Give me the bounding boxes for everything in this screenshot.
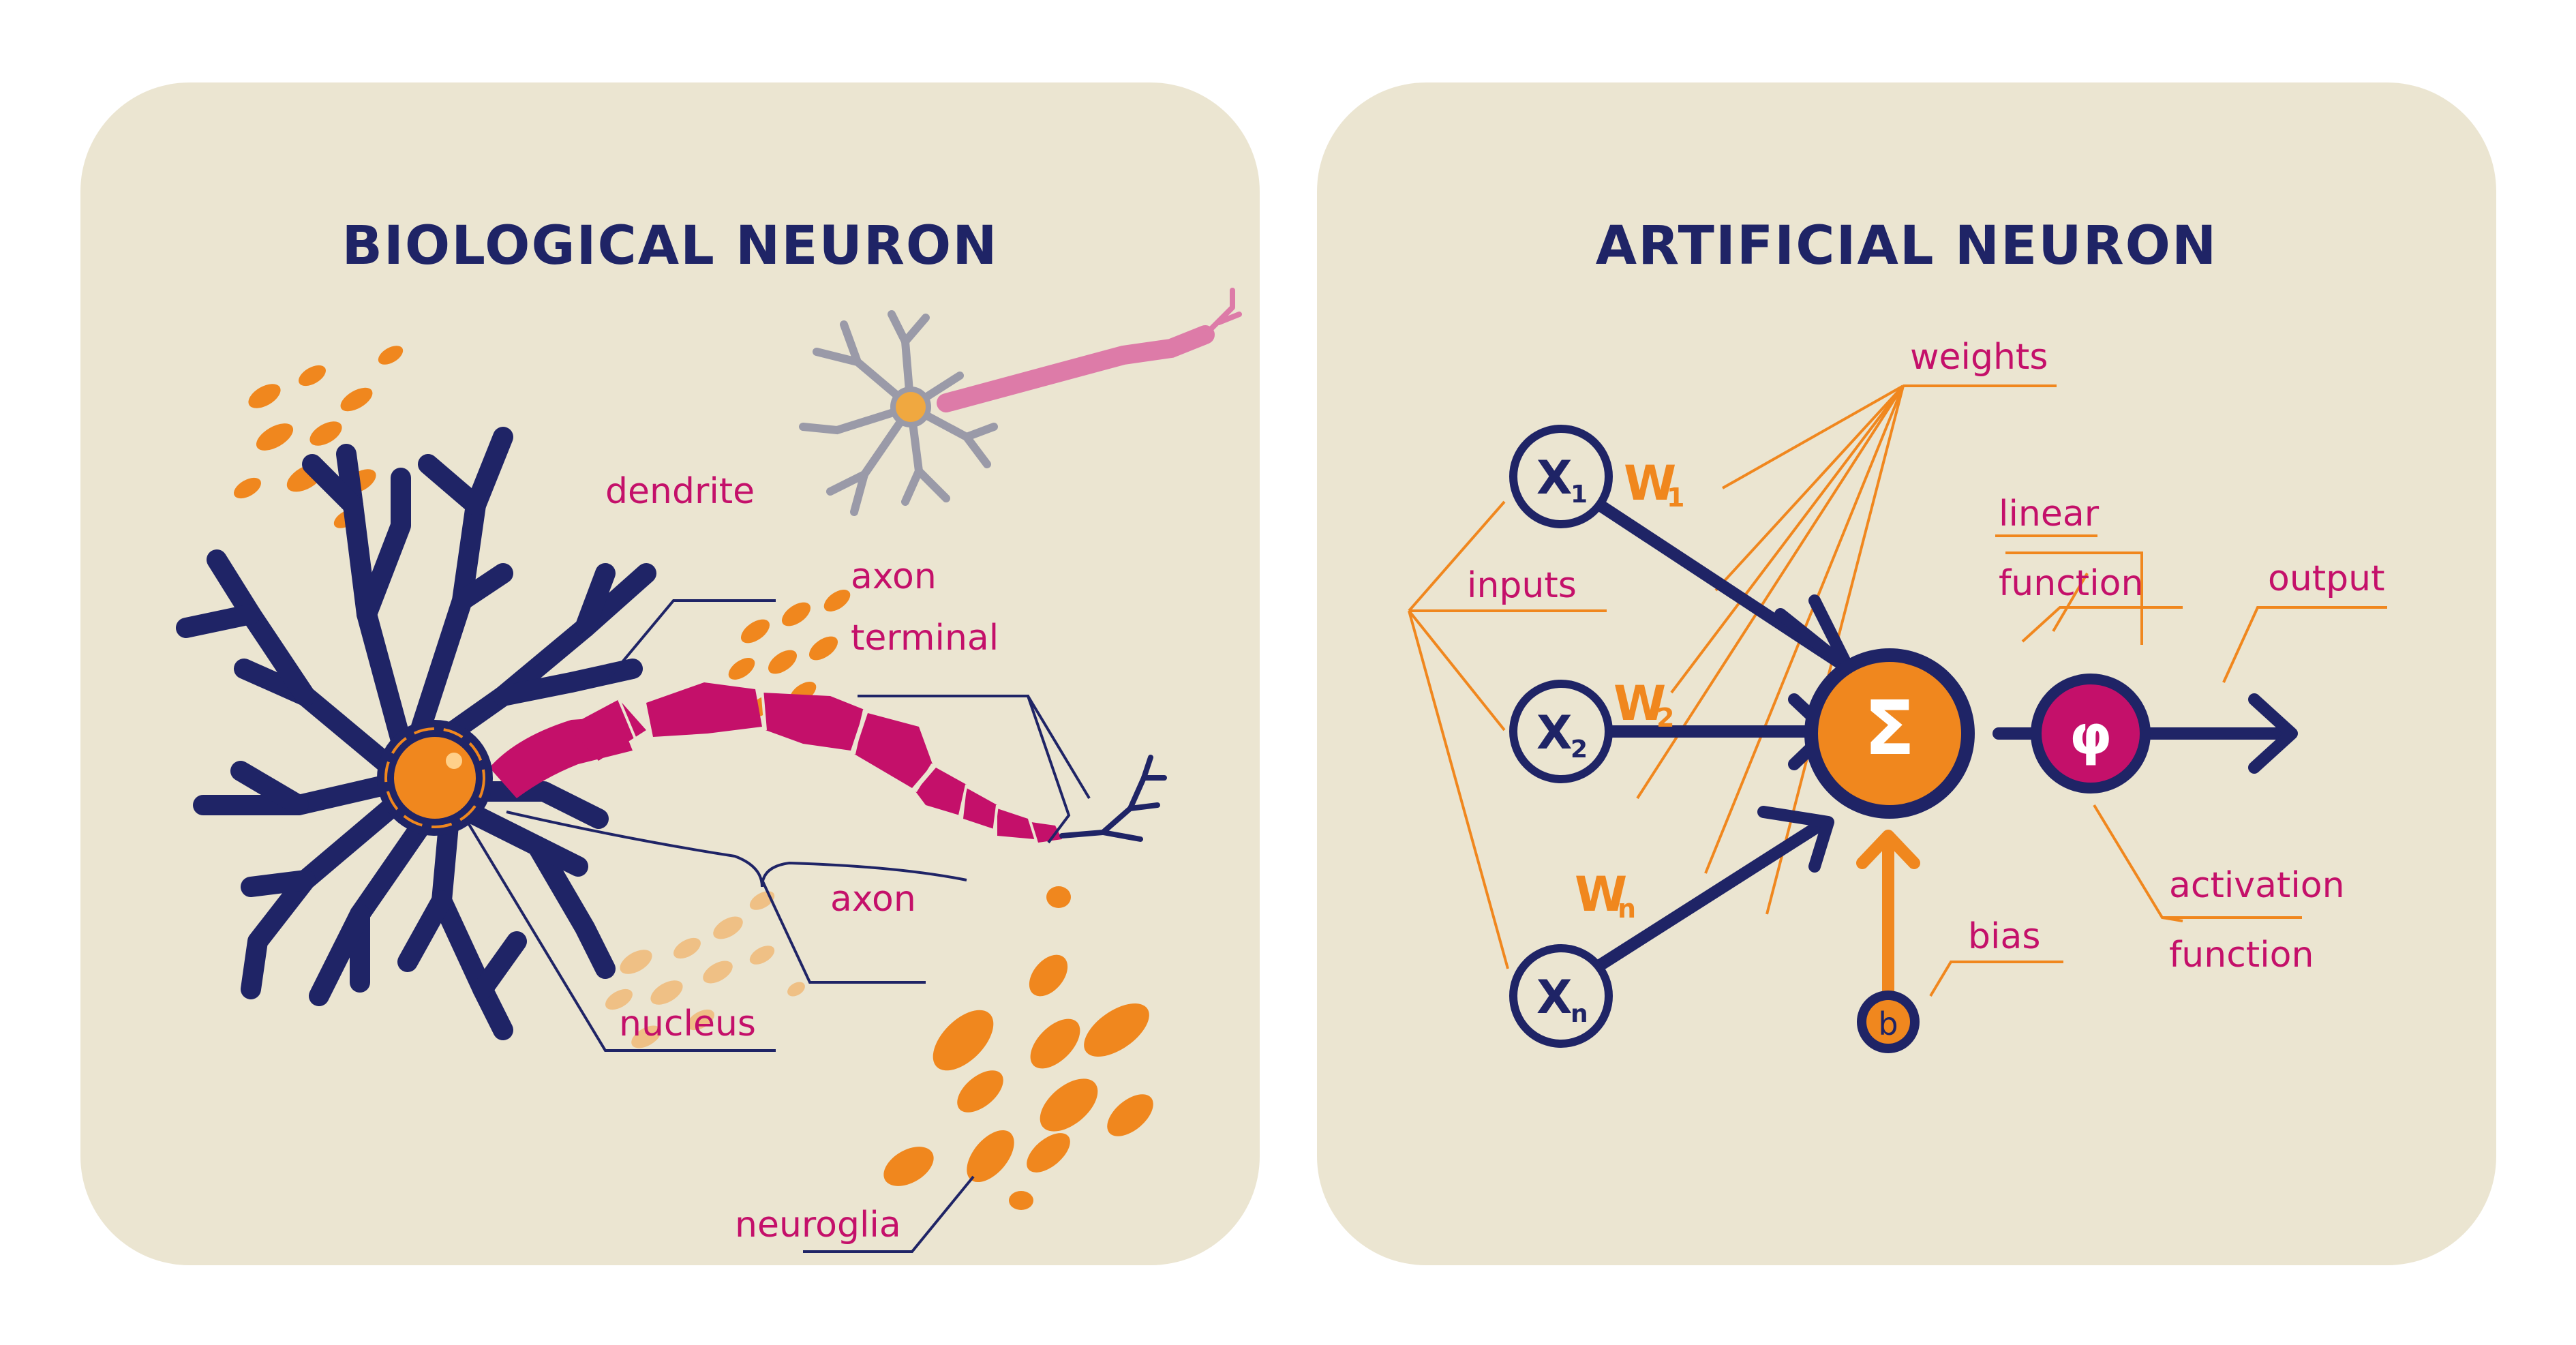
- sigma-symbol: Σ: [1864, 684, 1915, 772]
- activation-node: φ: [2031, 674, 2151, 794]
- svg-text:X: X: [1536, 971, 1572, 1025]
- svg-text:X: X: [1536, 706, 1572, 760]
- weight-w1-sub: 1: [1667, 483, 1684, 513]
- label-linear-function-line1: linear: [1999, 494, 2100, 534]
- input-node-x1: X 1: [1509, 425, 1613, 528]
- svg-text:n: n: [1571, 1000, 1588, 1028]
- svg-text:X: X: [1536, 451, 1572, 505]
- label-linear-function-line2: function: [1999, 563, 2143, 604]
- bias-arrow: [1856, 830, 1920, 1019]
- svg-text:2: 2: [1571, 736, 1588, 764]
- bias-symbol: b: [1878, 1006, 1898, 1042]
- label-weights: weights: [1910, 337, 2048, 378]
- axon-segment-lines: [618, 689, 1037, 841]
- weight-w2-sub: 2: [1656, 703, 1674, 733]
- axon-terminal: [1059, 755, 1167, 842]
- label-neuroglia: neuroglia: [735, 1205, 901, 1245]
- label-axon: axon: [830, 879, 916, 920]
- label-dendrite: dendrite: [605, 471, 755, 512]
- label-axon-terminal-line1: axon: [851, 556, 937, 597]
- input-node-xn: X n: [1509, 944, 1613, 1048]
- label-activation-function-line1: activation: [2169, 865, 2345, 906]
- label-output: output: [2268, 558, 2385, 599]
- axon-segments: [489, 682, 1062, 843]
- pale-speckles: [605, 891, 805, 1048]
- label-bias: bias: [1968, 916, 2040, 957]
- bias-node: b: [1857, 991, 1920, 1053]
- artificial-neuron-panel: ARTIFICIAL NEURON: [1317, 82, 2496, 1265]
- summation-node: Σ: [1804, 648, 1975, 819]
- weight-wn-sub: n: [1618, 894, 1636, 924]
- input-node-x2: X 2: [1509, 680, 1613, 783]
- weight-wn: W: [1575, 866, 1627, 922]
- phi-symbol: φ: [2070, 704, 2112, 767]
- label-axon-terminal-line2: terminal: [851, 618, 999, 659]
- weight-w2: W: [1613, 676, 1666, 731]
- panel-title: ARTIFICIAL NEURON: [1595, 215, 2218, 277]
- label-nucleus: nucleus: [619, 1003, 756, 1044]
- small-neuron: [799, 288, 1242, 516]
- label-activation-function-line2: function: [2169, 935, 2314, 976]
- weight-w1: W: [1624, 455, 1676, 511]
- neuroglia-speckles-lower: [883, 886, 1153, 1210]
- leader-lines: [464, 599, 1091, 1253]
- svg-text:1: 1: [1571, 481, 1588, 509]
- biological-neuron-illustration: dendrite axon terminal axon nucleus neur…: [176, 288, 1242, 1253]
- cell-body: [377, 720, 493, 836]
- artificial-neuron-diagram: X 1 X 2 X n W 1 W 2 W n Σ φ: [1408, 337, 2387, 1053]
- label-inputs: inputs: [1467, 565, 1577, 606]
- biological-neuron-panel: BIOLOGICAL NEURON: [80, 82, 1260, 1265]
- neuroglia-speckles-upper: [234, 346, 404, 528]
- panel-title: BIOLOGICAL NEURON: [342, 215, 999, 277]
- dendrites: [176, 427, 656, 1040]
